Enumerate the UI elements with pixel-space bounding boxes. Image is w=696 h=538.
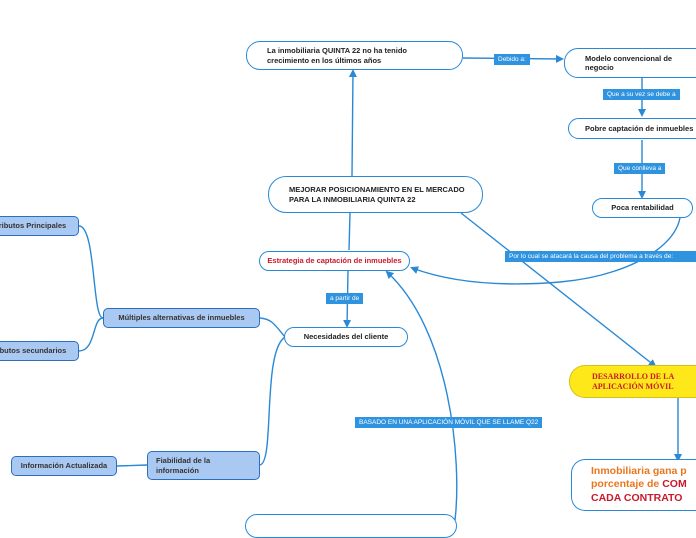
node-estrategia[interactable]: Estrategia de captación de inmuebles <box>259 251 410 271</box>
node-central[interactable]: MEJORAR POSICIONAMIENTO EN EL MERCADO PA… <box>268 176 483 213</box>
label-debido: Debido a: <box>494 54 530 65</box>
node-multiples[interactable]: Múltiples alternativas de inmuebles <box>103 308 260 328</box>
node-necesidades[interactable]: Necesidades del cliente <box>284 327 408 347</box>
node-bottom-partial[interactable] <box>245 514 457 538</box>
label-que-debe: Que a su vez se debe a <box>603 89 680 100</box>
link-necesidades-multiples <box>259 317 286 338</box>
label-a-partir: a partir de <box>326 293 364 304</box>
link-central-growth <box>348 69 357 177</box>
node-growth-text: La inmobiliaria QUINTA 22 no ha tenido c… <box>267 46 408 65</box>
node-desarrollo[interactable]: DESARROLLO DE LA APLICACIÓN MÓVIL <box>569 365 696 398</box>
node-desarrollo-text: DESARROLLO DE LA APLICACIÓN MÓVIL <box>592 371 674 391</box>
gana-line-2a: porcentaje de <box>591 478 663 491</box>
node-necesidades-text: Necesidades del cliente <box>303 332 389 342</box>
node-atributos-principales[interactable]: Atributos Principales <box>0 216 79 236</box>
link-bottom-estrategia <box>385 270 458 520</box>
node-atributos-secundarios-text: Atributos secundarios <box>0 346 67 356</box>
gana-line-2: porcentaje de COM <box>591 478 687 492</box>
node-captacion-pobre-text: Pobre captación de inmuebles <box>585 123 694 133</box>
node-fiabilidad-text: Fiabilidad de la información <box>156 456 211 475</box>
node-estrategia-text: Estrategia de captación de inmuebles <box>267 256 402 266</box>
link-central-estrategia <box>348 212 351 251</box>
node-central-text: MEJORAR POSICIONAMIENTO EN EL MERCADO PA… <box>289 185 465 204</box>
node-rentabilidad[interactable]: Poca rentabilidad <box>592 198 693 218</box>
link-multiples-atrib1 <box>78 225 104 319</box>
label-basado: BASADO EN UNA APLICACIÓN MÓVIL QUE SE LL… <box>355 417 543 428</box>
gana-line-1: Inmobiliaria gana p <box>591 464 687 477</box>
node-modelo-text: Modelo convencional de negocio <box>585 53 673 72</box>
node-captacion-pobre[interactable]: Pobre captación de inmuebles <box>568 118 696 139</box>
node-info-actualizada[interactable]: Información Actualizada <box>11 456 117 476</box>
label-conlleva: Que conlleva a <box>614 163 666 174</box>
node-rentabilidad-text: Poca rentabilidad <box>611 203 674 213</box>
node-atributos-principales-text: Atributos Principales <box>0 221 67 231</box>
label-por-lo-cual: Por lo cual se atacará la causa del prob… <box>505 251 696 262</box>
node-fiabilidad[interactable]: Fiabilidad de la información <box>147 451 260 480</box>
node-inmobiliaria-gana[interactable]: Inmobiliaria gana p porcentaje de COM CA… <box>571 459 696 511</box>
node-multiples-text: Múltiples alternativas de inmuebles <box>118 313 245 323</box>
link-central-desarrollo <box>460 212 657 368</box>
gana-line-3: CADA CONTRATO <box>591 491 683 504</box>
link-multiples-atrib2 <box>78 317 104 352</box>
connector-lines <box>78 54 682 520</box>
node-info-actualizada-text: Información Actualizada <box>20 461 108 471</box>
node-growth[interactable]: La inmobiliaria QUINTA 22 no ha tenido c… <box>246 41 463 70</box>
node-atributos-secundarios[interactable]: Atributos secundarios <box>0 341 79 361</box>
link-necesidades-fiabilidad <box>259 336 286 466</box>
node-modelo[interactable]: Modelo convencional de negocio <box>564 48 696 78</box>
link-fiabilidad-info <box>116 464 148 467</box>
gana-line-2b: COM <box>662 478 687 491</box>
node-inmobiliaria-gana-text: Inmobiliaria gana p porcentaje de COM CA… <box>591 465 687 506</box>
link-rentabilidad-estrategia <box>410 197 682 285</box>
